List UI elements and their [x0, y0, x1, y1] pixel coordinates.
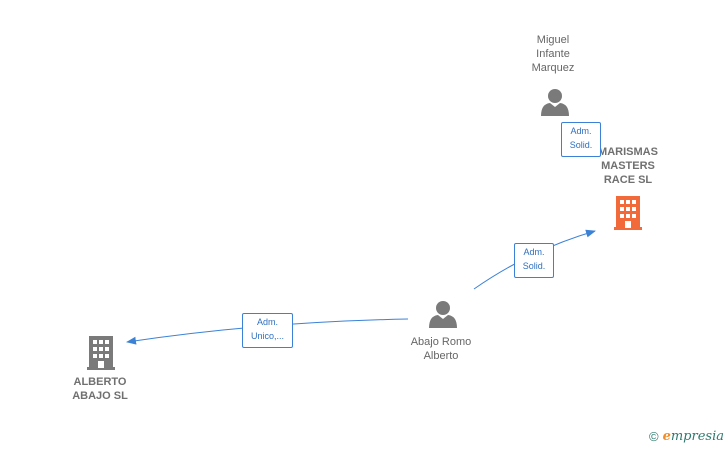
- copyright-icon: ©: [648, 429, 659, 444]
- building-icon-alberto-abajo: [87, 336, 115, 370]
- edge-label-miguel-marismas[interactable]: Adm. Solid.: [561, 122, 601, 157]
- edge-label-abajo-alberto[interactable]: Adm. Unico,...: [242, 313, 293, 348]
- person-icon-miguel: [541, 89, 569, 116]
- node-label-miguel[interactable]: Miguel Infante Marquez: [531, 34, 575, 74]
- node-label-marismas[interactable]: MARISMAS MASTERS RACE SL: [598, 146, 658, 186]
- person-icon-abajo-romo: [429, 301, 457, 328]
- edge-label-abajo-marismas[interactable]: Adm. Solid.: [514, 243, 554, 278]
- node-label-abajo-romo[interactable]: Abajo Romo Alberto: [410, 336, 472, 362]
- building-icon-marismas: [614, 196, 642, 230]
- node-label-alberto-abajo[interactable]: ALBERTO ABAJO SL: [72, 376, 128, 402]
- brand-logo: empresia: [662, 429, 724, 444]
- brand-watermark: © empresia: [649, 429, 724, 444]
